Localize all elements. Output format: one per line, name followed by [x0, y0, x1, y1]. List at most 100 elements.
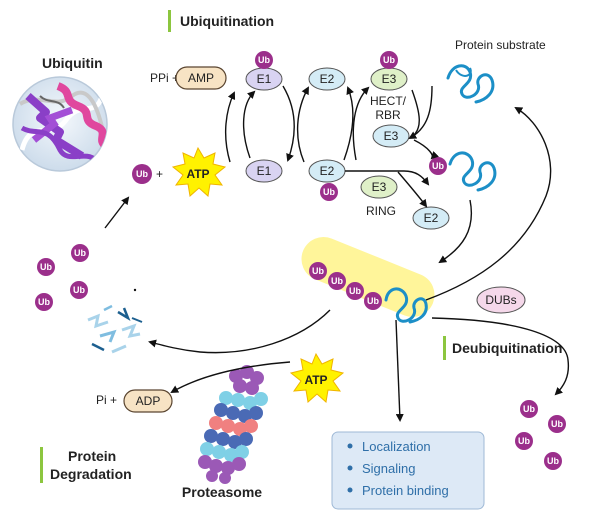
- ub-label: Ub: [349, 286, 361, 296]
- ubiquitin-structure-image: [12, 76, 108, 172]
- arrow: [408, 89, 420, 139]
- ub-molecule: [515, 432, 533, 450]
- ub-molecule: [346, 282, 364, 300]
- arrow: [397, 171, 428, 208]
- deubiquitination-header: Deubiquitination: [443, 336, 562, 360]
- dubs-label: DUBs: [485, 293, 516, 307]
- arrow: [409, 85, 433, 139]
- ub-label: Ub: [331, 276, 343, 286]
- arrow: [242, 90, 256, 159]
- outcome-item: Signaling: [347, 461, 416, 476]
- e1-label: E1: [257, 72, 272, 86]
- section-bar: [168, 10, 171, 32]
- outcome-signaling: Signaling: [362, 461, 416, 476]
- arrow: [395, 319, 404, 422]
- outcome-localization: Localization: [362, 439, 431, 454]
- e2-label: E2: [320, 164, 335, 178]
- e3-label: E3: [382, 72, 397, 86]
- arrow: [148, 309, 331, 354]
- e2-label: E2: [424, 211, 439, 225]
- e3-label: E3: [384, 129, 399, 143]
- hect-rbr-label-line1: HECT/: [370, 94, 407, 108]
- atp-label: ATP: [304, 373, 327, 387]
- ub-molecule: [429, 157, 447, 175]
- outcome-item: Localization: [347, 439, 431, 454]
- ub-label: Ub: [551, 419, 563, 429]
- ub-label: Ub: [547, 456, 559, 466]
- e3-enzyme-ring: [360, 175, 398, 199]
- ubiquitination-header: Ubiquitination: [168, 10, 274, 32]
- arrow: [431, 317, 570, 396]
- ub-label: Ub: [323, 187, 335, 197]
- plus-sign: +: [156, 167, 163, 181]
- ub-molecule: [520, 400, 538, 418]
- protein-substrate-monoubiquitinated-icon: [448, 151, 497, 192]
- arrow: [296, 86, 309, 163]
- ub-molecule: [70, 281, 88, 299]
- outcomes-box: [331, 431, 485, 510]
- peptide-fragments: [87, 288, 143, 354]
- ub-chain: Ub Ub Ub Ub: [309, 262, 382, 310]
- e2-enzyme: [308, 67, 346, 91]
- outcome-protein-binding: Protein binding: [362, 483, 449, 498]
- ub-label: Ub: [383, 55, 395, 65]
- amp-pill: [175, 66, 227, 90]
- proteasome-icon: [198, 365, 268, 484]
- adp-pill: [123, 389, 173, 413]
- pi-plus-label: Pi +: [96, 393, 117, 407]
- arrow: [225, 91, 236, 163]
- proteasome-title: Proteasome: [182, 484, 262, 500]
- ub-molecule: [35, 293, 53, 311]
- polyubiquitinated-highlight: [301, 237, 435, 317]
- ub-label: Ub: [74, 248, 86, 258]
- ub-molecule: [364, 292, 382, 310]
- arrow: [170, 361, 291, 393]
- ub-molecule: [132, 164, 152, 184]
- ub-label: Ub: [40, 262, 52, 272]
- section-bar: [40, 447, 43, 483]
- arrow: [282, 85, 296, 162]
- protein-substrate-polyubiquitinated-icon: [384, 287, 428, 324]
- protein-degradation-title-line2: Degradation: [50, 466, 132, 482]
- ub-molecule: [548, 415, 566, 433]
- dubs-enzyme: [476, 286, 526, 314]
- arrow: [352, 86, 370, 161]
- ub-label: Ub: [73, 285, 85, 295]
- section-bar: [443, 336, 446, 360]
- e1-enzyme: [245, 159, 283, 183]
- ub-label: Ub: [312, 266, 324, 276]
- protein-degradation-title-line1: Protein: [68, 448, 116, 464]
- arrow: [438, 199, 472, 264]
- atp-burst-activation: ATP: [171, 146, 227, 197]
- hect-rbr-label-line2: RBR: [375, 108, 401, 122]
- protein-degradation-header: Protein Degradation: [40, 447, 132, 483]
- arrow: [345, 170, 430, 186]
- e2-enzyme-released: [412, 206, 450, 230]
- ub-molecule: [544, 452, 562, 470]
- ub-molecule: [320, 183, 338, 201]
- atp-burst-degradation: ATP: [289, 352, 345, 403]
- ub-label: Ub: [136, 169, 148, 179]
- ub-label: Ub: [523, 404, 535, 414]
- ub-label: Ub: [367, 296, 379, 306]
- ub-molecule: [309, 262, 327, 280]
- released-ub-group-left: Ub Ub Ub Ub: [35, 244, 89, 311]
- amp-label: AMP: [188, 71, 214, 85]
- e3-label: E3: [372, 180, 387, 194]
- arrow: [104, 196, 130, 229]
- protein-substrate-icon: [446, 64, 495, 104]
- ub-molecule: [37, 258, 55, 276]
- outcome-item: Protein binding: [347, 483, 449, 498]
- ub-molecule: [255, 51, 273, 69]
- ppi-plus-label: PPi +: [150, 71, 179, 85]
- adp-label: ADP: [136, 394, 161, 408]
- released-ub-group-right: Ub Ub Ub Ub: [515, 400, 566, 470]
- arrow: [413, 139, 440, 160]
- ring-label: RING: [366, 204, 396, 218]
- ub-label: Ub: [432, 161, 444, 171]
- protein-substrate-title: Protein substrate: [455, 38, 546, 52]
- ub-label: Ub: [38, 297, 50, 307]
- e1-label: E1: [257, 164, 272, 178]
- ubiquitin-title: Ubiquitin: [42, 55, 103, 71]
